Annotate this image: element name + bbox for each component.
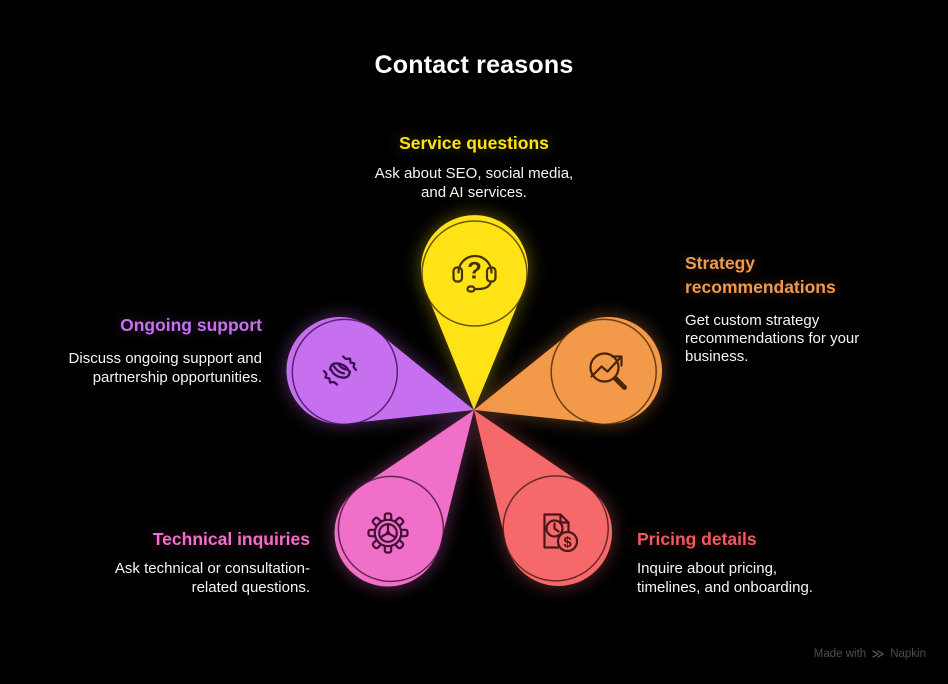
- svg-text:$: $: [563, 534, 572, 551]
- section-technical-inquiries: Technical inquiries Ask technical or con…: [70, 527, 310, 597]
- section-strategy-recommendations: Strategy recommendations Get custom stra…: [685, 251, 885, 366]
- desc-line: Inquire about pricing,: [637, 560, 778, 577]
- headset-question-icon: ?: [452, 254, 497, 293]
- svg-text:?: ?: [467, 258, 482, 285]
- section-ongoing-support: Ongoing support Discuss ongoing support …: [30, 313, 262, 387]
- desc-line: Ask technical or consultation-: [114, 560, 310, 577]
- desc-line: Get custom strategy: [685, 312, 820, 329]
- desc-line: partnership opportunities.: [92, 369, 262, 386]
- desc-line: timelines, and onboarding.: [637, 578, 813, 596]
- desc-line: recommendations for your: [685, 330, 860, 347]
- section-description: Ask about SEO, social media, and AI serv…: [314, 164, 634, 202]
- petal-service-questions: ?: [421, 215, 529, 410]
- document-clock-dollar-icon: $: [543, 513, 579, 553]
- petal-technical-inquiries: [334, 410, 474, 587]
- section-description: Get custom strategy recommendations for …: [685, 312, 885, 366]
- desc-line: related questions.: [191, 578, 310, 596]
- section-title: Technical inquiries: [152, 529, 310, 549]
- napkin-logo-icon: [872, 650, 884, 658]
- watermark-brand: Napkin: [890, 648, 926, 660]
- section-title: Pricing details: [637, 529, 757, 549]
- page-title: Contact reasons: [374, 51, 574, 79]
- handshake-icon: [322, 355, 358, 386]
- section-pricing-details: Pricing details Inquire about pricing, t…: [637, 527, 887, 597]
- desc-line: and AI services.: [421, 184, 527, 201]
- petal-ongoing-support: [286, 317, 474, 426]
- section-description: Discuss ongoing support and partnership …: [30, 349, 262, 387]
- gear-wheel-icon: [367, 512, 409, 554]
- desc-line: business.: [685, 348, 749, 365]
- watermark-text: Made with: [813, 648, 867, 660]
- section-title: Ongoing support: [120, 315, 262, 335]
- petal-pricing-details: $: [474, 410, 613, 586]
- section-description: Inquire about pricing, timelines, and on…: [637, 560, 887, 597]
- section-description: Ask technical or consultation- related q…: [70, 560, 310, 597]
- desc-line: Ask about SEO, social media,: [374, 165, 574, 182]
- desc-line: Discuss ongoing support and: [68, 350, 262, 367]
- section-title: Strategy recommendations: [685, 253, 836, 297]
- petal-strategy-recommendations: [474, 317, 663, 426]
- section-service-questions: Service questions Ask about SEO, social …: [314, 131, 634, 202]
- napkin-watermark[interactable]: Made with Napkin: [814, 648, 926, 660]
- search-trend-icon: [589, 352, 627, 390]
- section-title: Service questions: [399, 133, 549, 153]
